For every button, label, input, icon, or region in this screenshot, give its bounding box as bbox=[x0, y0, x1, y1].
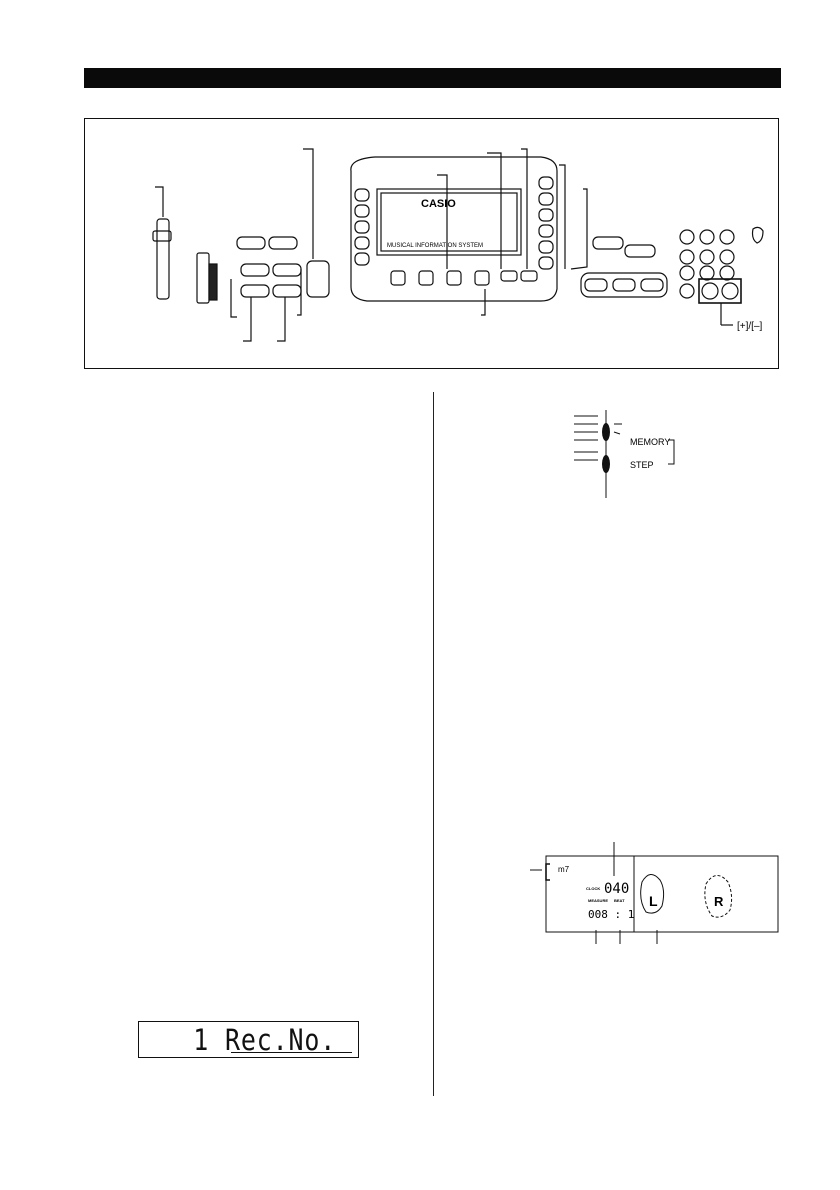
clock-value: 040 bbox=[604, 881, 629, 897]
measure-label: MEASURE bbox=[588, 898, 608, 903]
right-hand-letter: R bbox=[714, 894, 724, 909]
keyboard-panel-figure: CASIO MUSICAL INFORMATION SYSTEM [+]/[–] bbox=[84, 118, 779, 369]
tempo-slider bbox=[196, 252, 210, 304]
brand-logo: CASIO bbox=[421, 198, 456, 210]
right-hand-icon bbox=[704, 875, 733, 918]
volume-slider bbox=[156, 218, 170, 300]
plus-minus-highlight bbox=[698, 278, 742, 304]
memory-label: MEMORY bbox=[630, 437, 670, 447]
record-number-text: 1 Rec.No. bbox=[193, 1023, 336, 1057]
measure-beat-value: 008 : 1 bbox=[588, 908, 634, 921]
beat-label: BEAT bbox=[614, 898, 625, 903]
system-label: MUSICAL INFORMATION SYSTEM bbox=[387, 243, 483, 249]
lcd-display-figure: m7 CLOCK 040 MEASURE BEAT 008 : 1 L R bbox=[530, 842, 779, 944]
clock-label: CLOCK bbox=[586, 886, 600, 891]
memory-led-icon bbox=[602, 423, 610, 441]
left-hand-icon bbox=[640, 874, 665, 914]
column-divider bbox=[433, 392, 434, 1096]
keyboard-panel-illustration: CASIO MUSICAL INFORMATION SYSTEM [+]/[–] bbox=[152, 148, 764, 342]
step-led-icon bbox=[602, 455, 610, 473]
chord-name: m7 bbox=[558, 865, 570, 874]
section-header-bar bbox=[84, 68, 781, 88]
memory-step-indicator: MEMORY STEP bbox=[574, 410, 675, 498]
record-number-display: 1 Rec.No. bbox=[138, 1021, 359, 1058]
display-underline bbox=[231, 1052, 352, 1053]
panel-button bbox=[240, 263, 270, 277]
step-label: STEP bbox=[630, 460, 654, 470]
plus-minus-label: [+]/[–] bbox=[737, 321, 763, 332]
left-hand-letter: L bbox=[649, 893, 658, 909]
